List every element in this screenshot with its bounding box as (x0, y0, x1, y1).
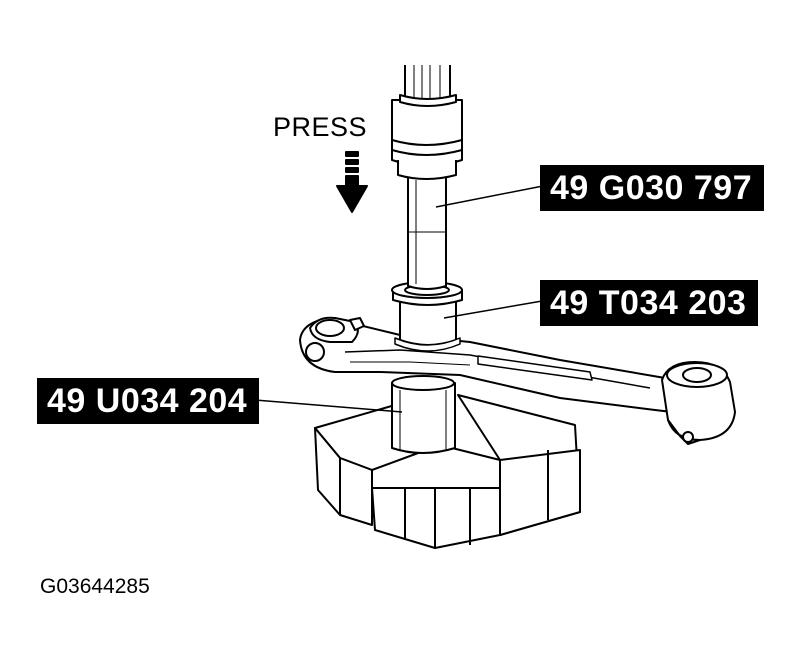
leader-t034 (443, 299, 549, 319)
leader-u034 (254, 399, 403, 413)
callout-t034: 49 T034 203 (540, 280, 759, 326)
lower-cylinder (391, 375, 456, 454)
callout-g030: 49 G030 797 (540, 165, 765, 211)
support-block-base (314, 394, 581, 549)
callout-u034: 49 U034 204 (37, 378, 260, 424)
figure-id: G03644285 (40, 575, 150, 598)
press-label: PRESS (273, 112, 368, 142)
press-rod (391, 65, 463, 290)
leader-lines (254, 184, 549, 413)
press-arrow-icon (336, 151, 368, 213)
leader-g030 (435, 184, 549, 208)
